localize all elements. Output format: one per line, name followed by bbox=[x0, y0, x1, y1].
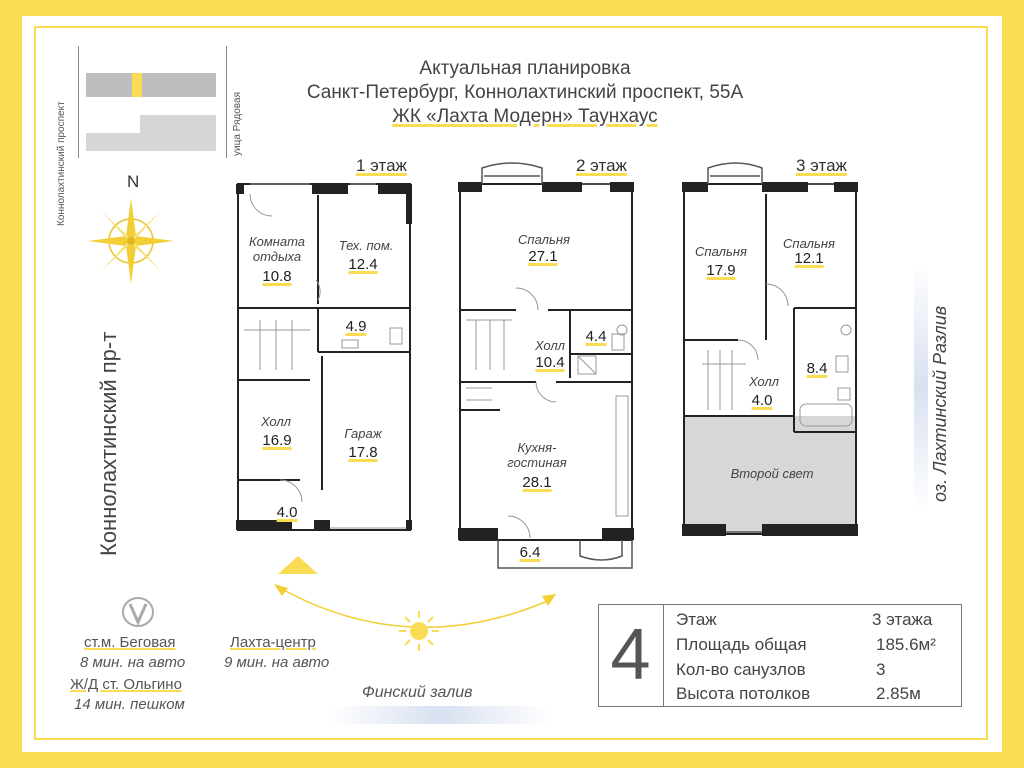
info-area-label: Площадь общая bbox=[676, 635, 807, 654]
f3-room-bath-area: 8.4 bbox=[806, 360, 828, 377]
floor-3-label: 3 этаж bbox=[796, 156, 847, 175]
compass-rose-icon bbox=[88, 198, 174, 284]
f1-room-hall-name: Холл bbox=[261, 414, 291, 429]
site-block-bottom bbox=[86, 133, 216, 151]
f2-room-hall-name: Холл bbox=[535, 338, 565, 353]
f1-room-garage-name: Гараж bbox=[344, 426, 382, 441]
metro-station-link[interactable]: ст.м. Беговая bbox=[84, 634, 176, 651]
header-complex: ЖК «Лахта Модерн» Таунхаус bbox=[392, 106, 658, 127]
info-ceiling-value: 2.85м bbox=[876, 684, 921, 703]
f2-room-bedroom-area: 27.1 bbox=[528, 248, 558, 265]
entrance-triangle-icon bbox=[278, 556, 318, 574]
header-address: Санкт-Петербург, Коннолахтинский проспек… bbox=[306, 82, 744, 103]
site-highlight bbox=[132, 73, 142, 97]
f3-room-double-height-name: Второй свет bbox=[730, 466, 814, 481]
f2-room-wc-area: 4.4 bbox=[585, 328, 607, 345]
compass-north-label: N bbox=[127, 172, 140, 191]
f2-room-kitchen-area: 28.1 bbox=[522, 474, 552, 491]
floor-1-label: 1 этаж bbox=[356, 156, 407, 175]
sun-icon bbox=[399, 611, 439, 651]
f1-room-vestibule-area: 4.0 bbox=[276, 504, 298, 521]
apartment-info-box bbox=[598, 604, 962, 707]
street-name-big: Коннолахтинский пр-т bbox=[96, 331, 121, 556]
site-block-top bbox=[86, 73, 216, 97]
f1-room-tech-area: 12.4 bbox=[348, 256, 378, 273]
inner-border bbox=[34, 26, 988, 740]
f1-room-tech-name: Тех. пом. bbox=[338, 238, 394, 253]
info-floors-label: Этаж bbox=[676, 610, 717, 629]
rail-station-time: 14 мин. пешком bbox=[74, 696, 185, 713]
f2-room-hall-area: 10.4 bbox=[535, 354, 565, 371]
street-label-small: Коннолахтинский проспект bbox=[56, 101, 67, 226]
lake-name: оз. Лахтинский Разлив bbox=[930, 305, 950, 502]
f3-room-hall-area: 4.0 bbox=[751, 392, 773, 409]
rail-station-link[interactable]: Ж/Д ст. Ольгино bbox=[70, 676, 182, 693]
floor-3-plan bbox=[682, 162, 858, 536]
header-title: Актуальная планировка bbox=[419, 58, 631, 79]
info-floors-value: 3 этажа bbox=[872, 610, 933, 629]
f2-room-balcony-area: 6.4 bbox=[519, 544, 541, 561]
map-divider-right bbox=[226, 46, 227, 158]
gulf-name: Финский залив bbox=[362, 684, 473, 701]
floor-1-plan bbox=[236, 183, 412, 531]
f2-room-bedroom-name: Спальня bbox=[518, 232, 570, 247]
f3-room-hall-name: Холл bbox=[749, 374, 779, 389]
f1-room-rest-name: Комната отдыха bbox=[248, 234, 306, 264]
info-area-value: 185.6м² bbox=[876, 635, 936, 654]
gulf-water-shape bbox=[330, 706, 550, 724]
f3-room-bedroom2-name: Спальня bbox=[783, 236, 835, 251]
info-bathrooms-value: 3 bbox=[876, 660, 886, 679]
floor-2-label: 2 этаж bbox=[576, 156, 627, 175]
metro-time: 8 мин. на авто bbox=[80, 654, 186, 671]
site-block-mid bbox=[140, 115, 216, 135]
f3-room-bedroom1-area: 17.9 bbox=[706, 262, 736, 279]
info-ceiling-label: Высота потолков bbox=[676, 684, 811, 703]
floor-2-plan bbox=[458, 162, 634, 569]
map-divider bbox=[78, 46, 79, 158]
lake-water-shape bbox=[914, 262, 928, 512]
lakhta-center-time: 9 мин. на авто bbox=[224, 654, 330, 671]
lakhta-center-link[interactable]: Лахта-центр bbox=[230, 634, 316, 651]
info-bathrooms-label: Кол-во санузлов bbox=[676, 660, 806, 679]
f3-room-bedroom2-area: 12.1 bbox=[794, 250, 824, 267]
f1-room-rest-area: 10.8 bbox=[262, 268, 292, 285]
apartment-number: 4 bbox=[598, 604, 664, 707]
f1-room-hall-area: 16.9 bbox=[262, 432, 292, 449]
f2-room-kitchen-name: Кухня- гостиная bbox=[507, 440, 567, 470]
f1-room-garage-area: 17.8 bbox=[348, 444, 378, 461]
f3-room-bedroom1-name: Спальня bbox=[695, 244, 747, 259]
street-label-right: уица Рядовая bbox=[232, 92, 243, 156]
metro-logo-icon bbox=[122, 597, 154, 627]
f1-room-wc-area: 4.9 bbox=[345, 318, 367, 335]
